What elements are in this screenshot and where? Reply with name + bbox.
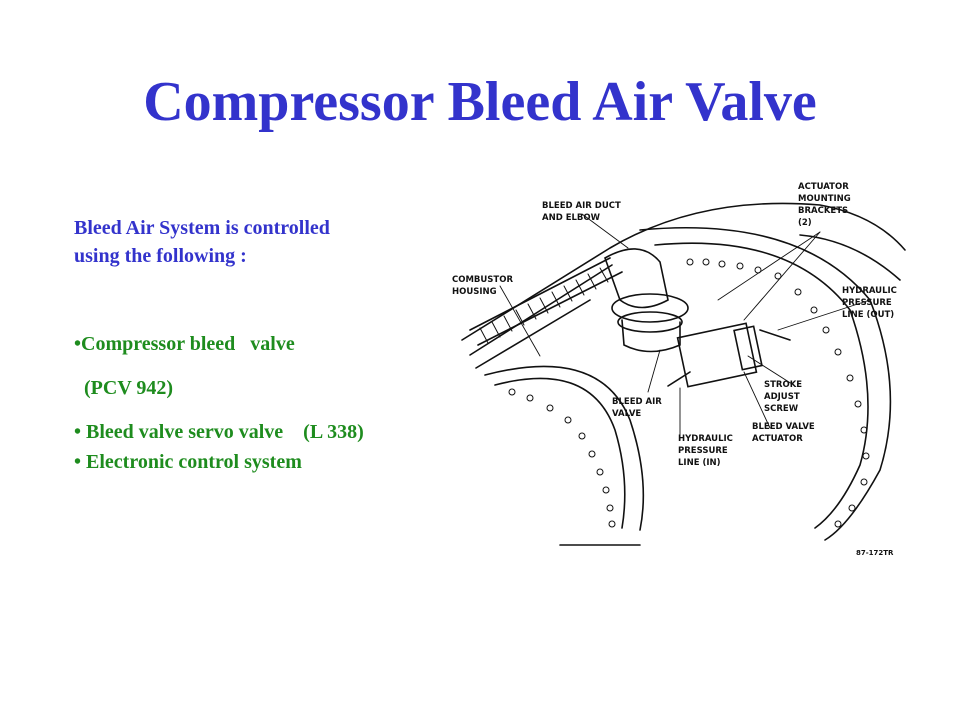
hydraulic-line-out (759, 329, 791, 341)
figure-code: 87-172TR (856, 549, 894, 557)
label-hydraulic-in: LINE (IN) (678, 458, 721, 468)
slide-title: Compressor Bleed Air Valve (143, 71, 817, 133)
label-hydraulic-out: HYDRAULIC (842, 286, 897, 296)
label-bleed-air-valve: VALVE (612, 409, 641, 419)
label-hydraulic-out: LINE (OUT) (842, 310, 894, 320)
label-actuator-brackets: MOUNTING (798, 194, 851, 204)
duct-elbow (604, 248, 669, 309)
label-actuator-brackets: (2) (798, 218, 812, 228)
casing-arc-outer (484, 365, 645, 531)
label-bleed-duct: AND ELBOW (542, 213, 601, 223)
bullet-item: (PCV 942) (74, 377, 174, 399)
bleed-valve-actuator (676, 322, 758, 388)
intro-line: Bleed Air System is controlled (74, 217, 330, 239)
label-bleed-duct: BLEED AIR DUCT (542, 201, 621, 211)
bullet-list: •Compressor bleed valve (PCV 942) • Blee… (74, 330, 434, 476)
label-stroke-adjust-screw: SCREW (764, 404, 799, 414)
bleed-duct (469, 257, 611, 331)
label-stroke-adjust-screw: STROKE (764, 380, 802, 390)
bleed-valve-diagram: ACTUATOR MOUNTING BRACKETS (2) BLEED AIR… (452, 182, 906, 557)
label-bleed-valve-actuator: BLEED VALVE (752, 422, 815, 432)
hydraulic-line-in (667, 371, 691, 387)
bullet-item: •Compressor bleed valve (74, 333, 295, 355)
label-stroke-adjust-screw: ADJUST (764, 392, 800, 402)
label-combustor-housing: HOUSING (452, 287, 497, 297)
bullet-item: • Bleed valve servo valve (L 338) (74, 421, 364, 443)
label-bleed-valve-actuator: ACTUATOR (752, 434, 803, 444)
casing-arc-right-outer (639, 227, 892, 541)
label-actuator-brackets: BRACKETS (798, 206, 848, 216)
bullet-item: • Electronic control system (74, 451, 302, 473)
label-bleed-air-valve: BLEED AIR (612, 397, 662, 407)
label-hydraulic-in: HYDRAULIC (678, 434, 733, 444)
label-hydraulic-in: PRESSURE (678, 446, 728, 456)
intro-text: Bleed Air System is controlled using the… (74, 214, 414, 270)
label-actuator-brackets: ACTUATOR (798, 182, 849, 192)
intro-line: using the following : (74, 245, 247, 267)
label-combustor-housing: COMBUSTOR (452, 275, 513, 285)
label-hydraulic-out: PRESSURE (842, 298, 892, 308)
